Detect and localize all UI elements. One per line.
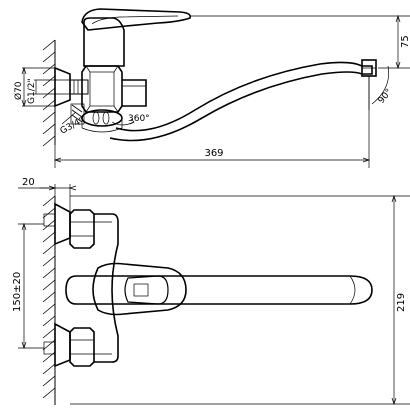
- wall-hatching-side: [42, 39, 56, 147]
- rotation-360-label: 360°: [128, 114, 150, 124]
- front-handle: [92, 262, 187, 316]
- lower-flange: [54, 322, 71, 368]
- dimension-diameter-label: Ø70: [13, 81, 24, 100]
- eccentric-section: [70, 103, 85, 125]
- eccentric-pipe: [69, 79, 89, 95]
- spout: [109, 61, 373, 142]
- dimension-20: 20: [18, 177, 77, 212]
- lower-nut: [69, 327, 95, 367]
- swivel-collar: [81, 109, 123, 133]
- upper-flange: [54, 202, 71, 246]
- side-view: 75 90° 369 Ø70: [13, 8, 410, 168]
- upper-nut: [69, 209, 95, 249]
- dimension-219-label: 219: [396, 293, 407, 312]
- front-body: [94, 213, 119, 363]
- dimension-369-label: 369: [204, 148, 223, 159]
- mixer-body: [83, 17, 125, 67]
- dimension-diameter: Ø70: [13, 66, 55, 108]
- wall-hatching-front: [42, 195, 56, 405]
- handle-lever: [81, 8, 192, 31]
- wall-flange: [54, 66, 71, 108]
- dimension-thread: G1/2": [27, 78, 70, 104]
- handle-insert: [124, 275, 169, 305]
- dimension-219: 219: [70, 194, 410, 406]
- dimension-369: 369: [53, 76, 371, 168]
- dimension-thread-label: G1/2": [27, 78, 37, 104]
- dimension-75: 75: [190, 14, 410, 70]
- side-connector: [122, 79, 147, 107]
- dimension-150: 150±20: [12, 222, 44, 350]
- dimension-150-label: 150±20: [12, 272, 23, 312]
- dimension-eccentric-label: G3/4": [59, 116, 86, 137]
- dimension-20-label: 20: [22, 177, 35, 188]
- dimension-75-label: 75: [400, 35, 410, 48]
- angle-90: 90°: [368, 65, 395, 110]
- front-view: 20 150±20 219: [12, 177, 410, 406]
- angle-90-label: 90°: [377, 87, 395, 106]
